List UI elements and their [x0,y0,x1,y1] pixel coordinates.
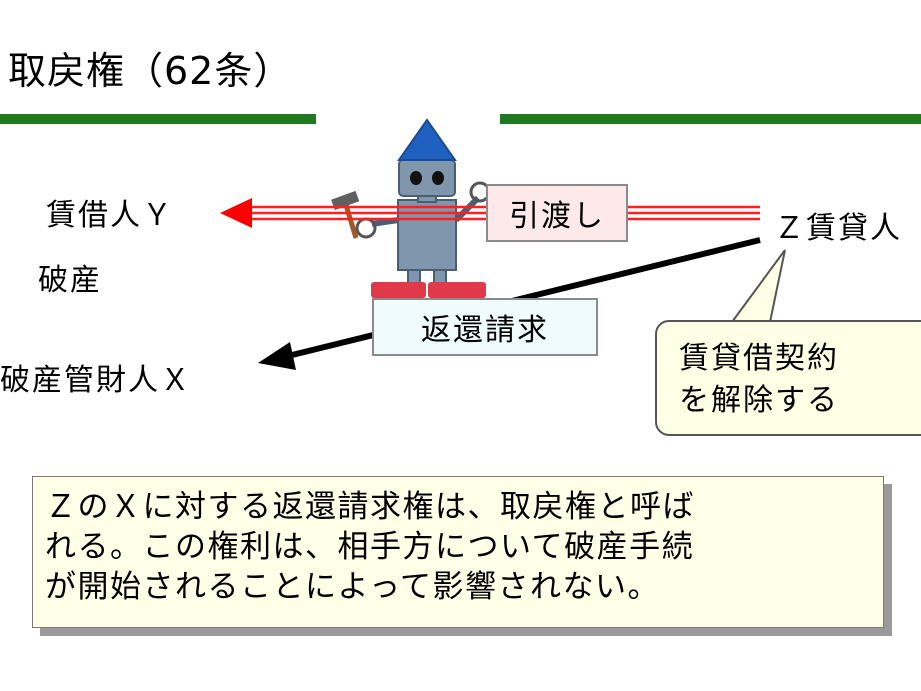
return-claim-label-box: 返還請求 [372,298,598,356]
title-rule-right [500,114,921,124]
summary-line-3: が開始されることによって影響されない。 [45,569,661,605]
summary-box: ＺのＸに対する返還請求権は、取戻権と呼ば れる。この権利は、相手方について破産手… [32,476,884,628]
lessor-z-label: Ｚ賃貸人 [774,211,902,246]
return-claim-label: 返還請求 [421,313,549,348]
callout-line-2: を解除する [679,383,839,418]
trustee-x-label: 破産管財人Ｘ [0,363,192,398]
contract-termination-callout: 賃貸借契約 を解除する [655,320,921,436]
lessee-y-label: 賃借人Ｙ [46,198,174,233]
callout-line-1: 賃貸借契約 [679,341,839,376]
delivery-label: 引渡し [509,199,605,234]
callout-tail [731,249,786,323]
summary-line-1: ＺのＸに対する返還請求権は、取戻権と呼ば [45,489,695,525]
summary-line-2: れる。この権利は、相手方について破産手続 [45,529,695,565]
title-rule-left [0,114,316,124]
return-claim-arrow [258,237,761,370]
delivery-label-box: 引渡し [486,184,628,242]
robot-figure [331,118,491,298]
bankruptcy-label: 破産 [38,263,102,298]
page-title: 取戻権（62条） [8,49,293,93]
